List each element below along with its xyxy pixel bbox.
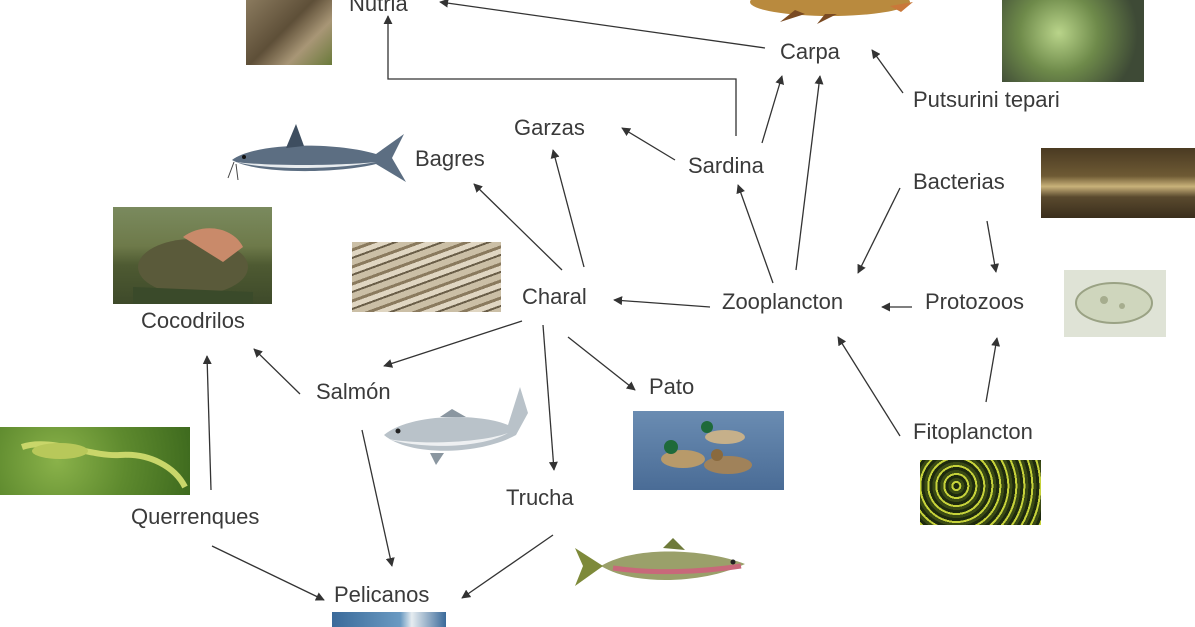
node-zooplancton: Zooplancton <box>722 291 843 313</box>
node-salmon: Salmón <box>316 381 391 403</box>
node-trucha: Trucha <box>506 487 574 509</box>
arrow-charal-to-bagres <box>474 184 562 270</box>
arrow-fitoplancton-to-zooplancton <box>838 337 900 436</box>
node-garzas: Garzas <box>514 117 585 139</box>
arrow-sardina-to-garzas <box>622 128 675 160</box>
arrow-querrenques-to-pelicanos <box>212 546 324 600</box>
arrow-charal-to-trucha <box>543 325 554 470</box>
arrow-charal-to-salmon <box>384 321 522 366</box>
node-putsurini-tepari: Putsurini tepari <box>913 89 1060 111</box>
node-querrenques: Querrenques <box>131 506 259 528</box>
node-charal: Charal <box>522 286 587 308</box>
arrow-charal-to-garzas <box>553 150 584 267</box>
node-pelicanos: Pelicanos <box>334 584 429 606</box>
node-cocodrilos: Cocodrilos <box>141 310 245 332</box>
node-fitoplancton: Fitoplancton <box>913 421 1033 443</box>
arrow-salmon-to-cocodrilos <box>254 349 300 394</box>
arrow-fitoplancton-to-protozoos <box>986 338 997 402</box>
arrow-zooplancton-to-charal <box>614 300 710 307</box>
arrow-querrenques-to-cocodrilos <box>207 356 211 490</box>
arrow-carpa-to-nutria <box>440 2 765 48</box>
node-bagres: Bagres <box>415 148 485 170</box>
arrow-zooplancton-to-carpa <box>796 76 820 270</box>
arrow-trucha-to-pelicanos <box>462 535 553 598</box>
arrow-zooplancton-to-sardina <box>738 185 773 283</box>
node-nutria: Nutria <box>349 0 408 15</box>
node-bacterias: Bacterias <box>913 171 1005 193</box>
arrow-putsurini-to-carpa <box>872 50 903 93</box>
arrow-sardina-to-carpa <box>762 76 782 143</box>
arrow-bacterias-to-zooplancton <box>858 188 900 273</box>
arrow-salmon-to-pelicanos <box>362 430 392 566</box>
node-sardina: Sardina <box>688 155 764 177</box>
arrow-bacterias-to-protozoos <box>987 221 996 272</box>
arrow-charal-to-pato <box>568 337 635 390</box>
node-carpa: Carpa <box>780 41 840 63</box>
node-protozoos: Protozoos <box>925 291 1024 313</box>
node-pato: Pato <box>649 376 694 398</box>
